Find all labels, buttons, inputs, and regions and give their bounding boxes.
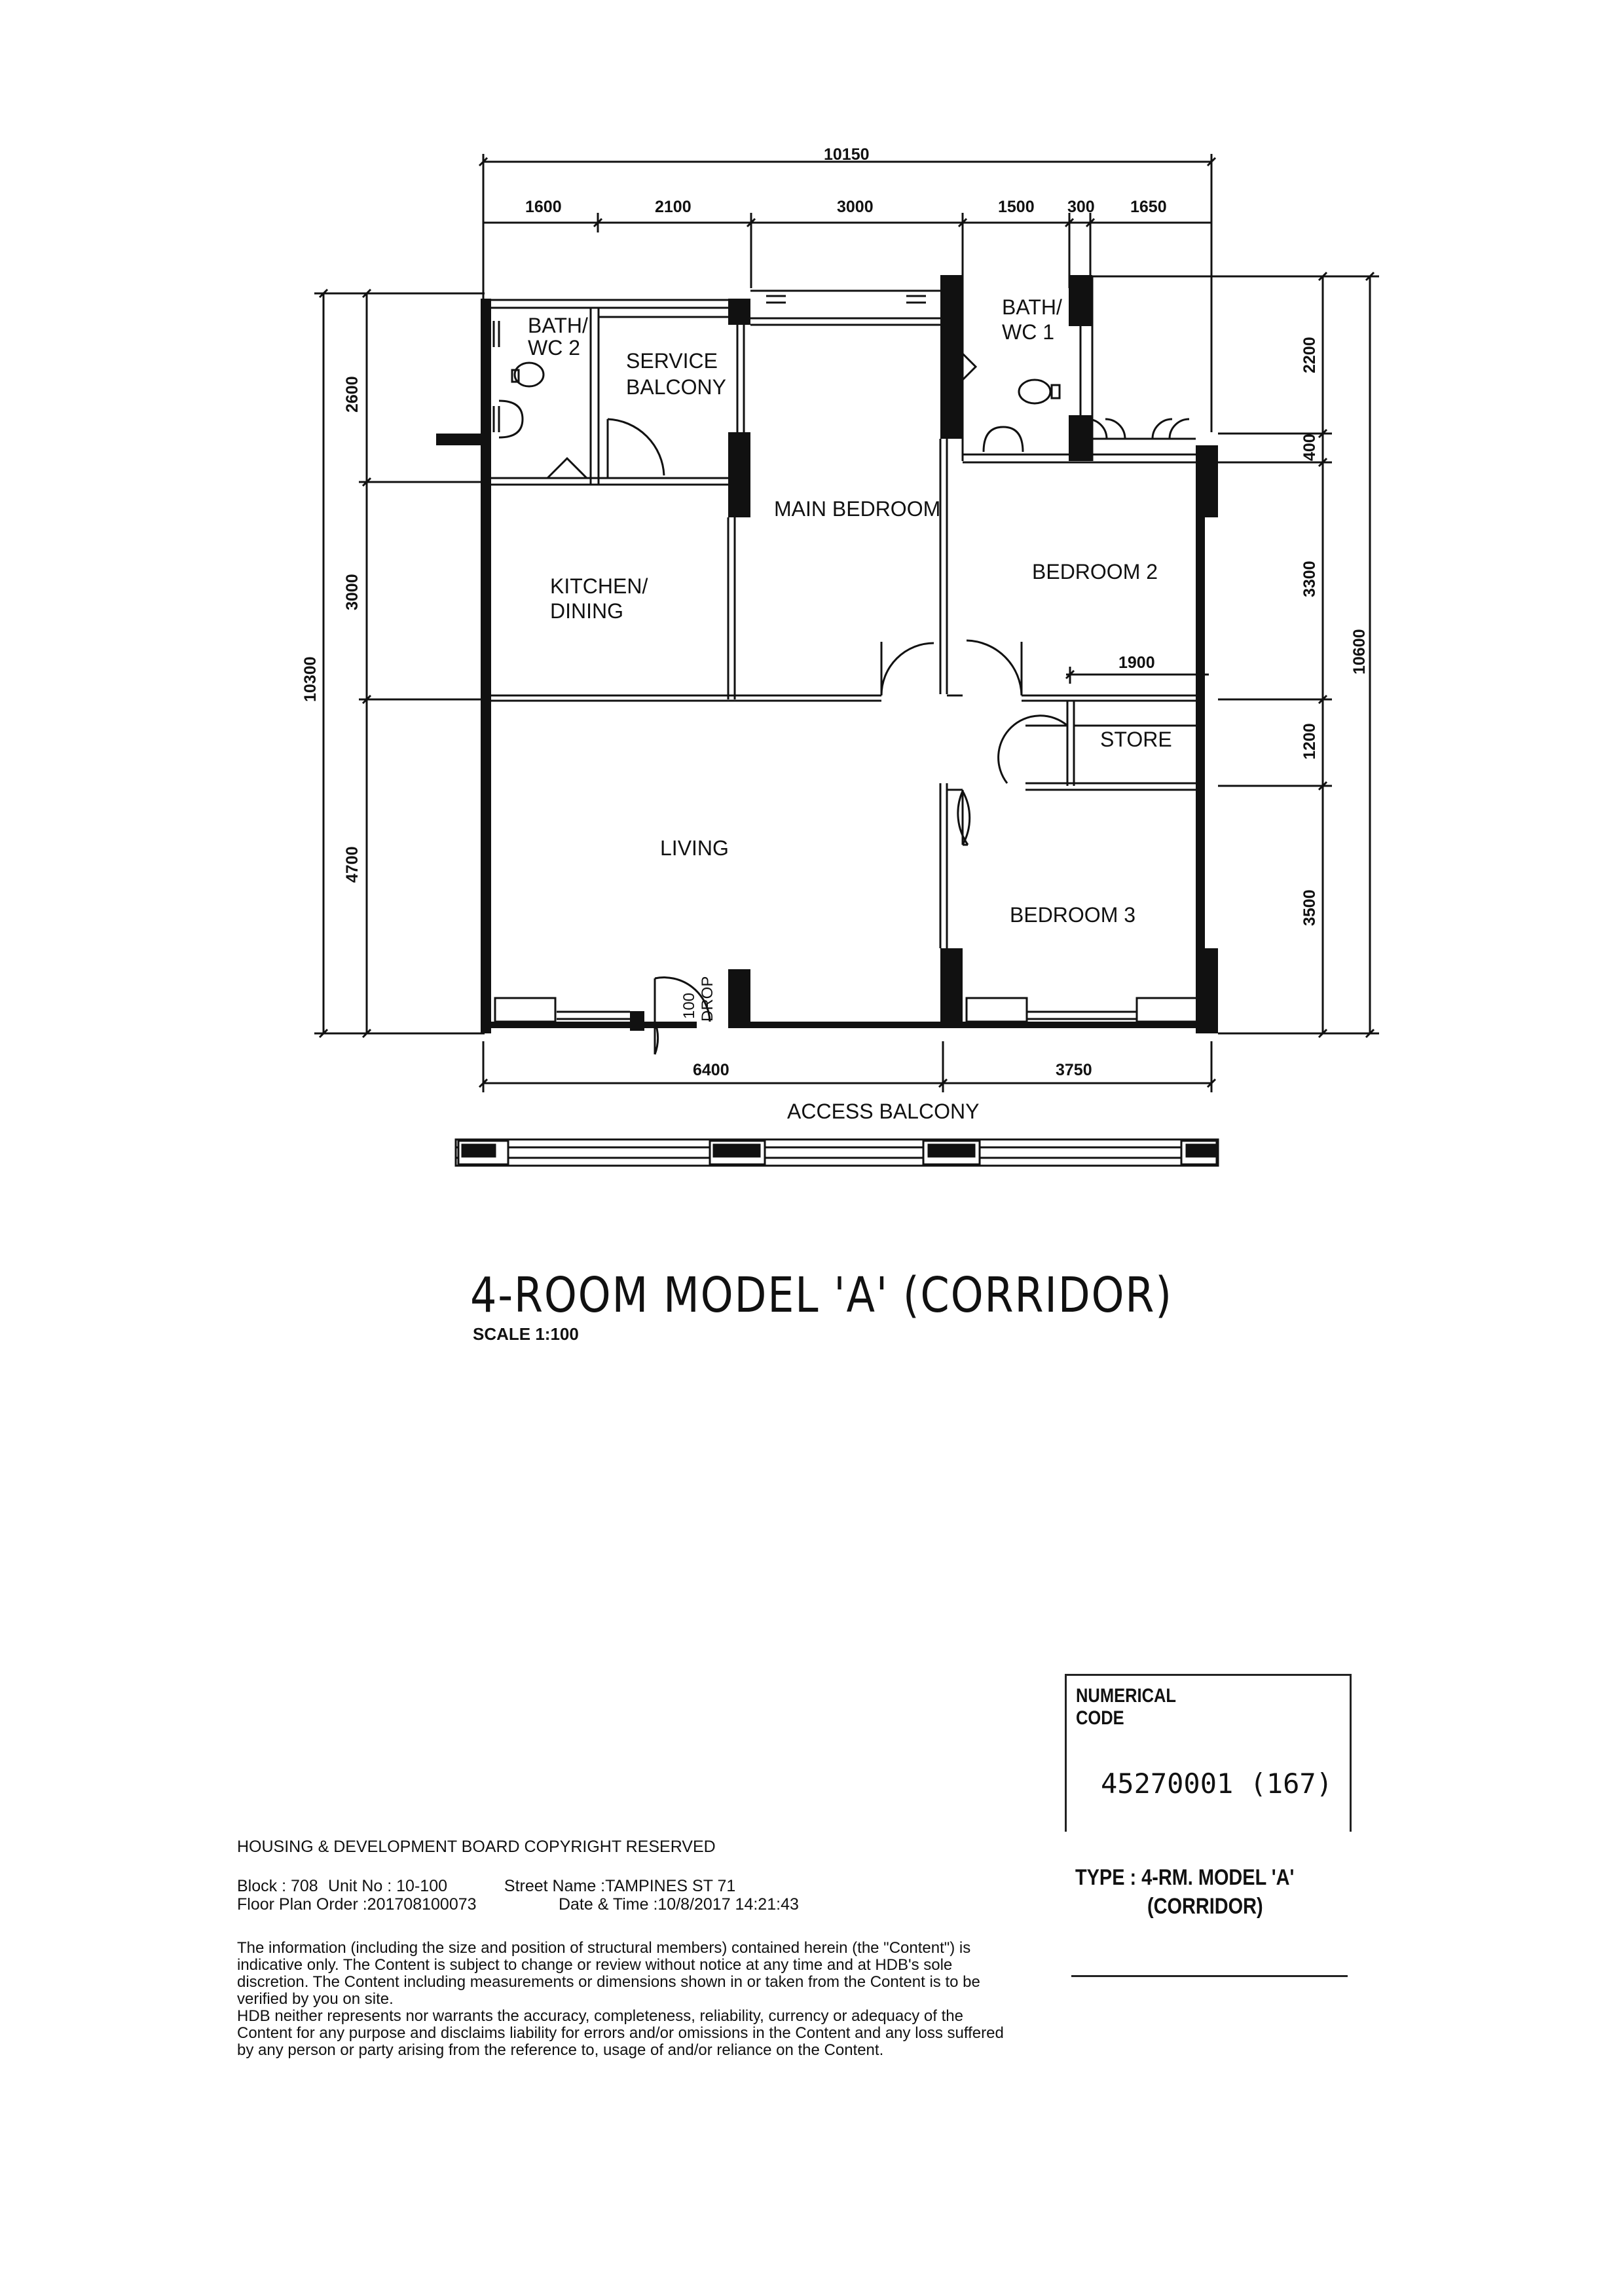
dim-top-overall: 10150 <box>824 145 870 164</box>
dim-left-3: 4700 <box>343 846 361 883</box>
dim-top-3: 3000 <box>837 198 874 216</box>
disclaimer-paragraph-2: HDB neither represents nor warrants the … <box>237 2007 1004 2059</box>
plan-title: 4-ROOM MODEL 'A' (CORRIDOR) <box>470 1267 1173 1324</box>
block-info: Block : 708 Unit No : 10-100 Street Name… <box>237 1877 799 1914</box>
dim-top-2: 2100 <box>655 198 692 216</box>
block-number: Block : 708 <box>237 1877 318 1895</box>
plan-scale: SCALE 1:100 <box>473 1324 579 1344</box>
numerical-code-label-line2: CODE <box>1076 1707 1124 1729</box>
room-label-bedroom3: BEDROOM 3 <box>1010 903 1135 927</box>
room-label-store: STORE <box>1100 728 1172 751</box>
room-label-bath-wc1-line1: BATH/ <box>1002 295 1062 319</box>
type-line2: (CORRIDOR) <box>1147 1894 1263 1919</box>
numerical-code-label: NUMERICAL CODE <box>1076 1685 1176 1730</box>
numerical-code-value: 45270001 (167) <box>1101 1768 1333 1800</box>
room-label-main-bedroom: MAIN BEDROOM <box>774 497 940 521</box>
date-time: Date & Time :10/8/2017 14:21:43 <box>558 1895 799 1914</box>
dim-right-2: 400 <box>1301 434 1319 461</box>
unit-number: Unit No : 10-100 <box>327 1877 447 1895</box>
dim-right-overall: 10600 <box>1350 629 1369 675</box>
room-label-service-balcony-line1: SERVICE <box>626 349 718 373</box>
dim-right-4: 1200 <box>1301 723 1319 760</box>
dim-right-1: 2200 <box>1301 337 1319 373</box>
dim-bottom-2: 3750 <box>1056 1061 1092 1079</box>
street-name: Street Name :TAMPINES ST 71 <box>504 1877 736 1895</box>
numerical-code-label-line1: NUMERICAL <box>1076 1685 1176 1707</box>
copyright-header: HOUSING & DEVELOPMENT BOARD COPYRIGHT RE… <box>237 1838 716 1856</box>
dim-top-6: 1650 <box>1130 198 1167 216</box>
dim-inner-store: 1900 <box>1118 654 1155 672</box>
dim-top-1: 1600 <box>525 198 562 216</box>
dim-right-5: 3500 <box>1301 889 1319 926</box>
room-label-kitchen-dining-line2: DINING <box>550 599 623 623</box>
disclaimer-paragraph-1: The information (including the size and … <box>237 1939 980 2008</box>
floor-plan-order: Floor Plan Order :201708100073 <box>237 1895 477 1914</box>
room-label-kitchen-dining-line1: KITCHEN/ <box>550 574 648 598</box>
dim-left-2: 3000 <box>343 574 361 610</box>
disclaimer: The information (including the size and … <box>237 1940 1010 2059</box>
room-label-living: LIVING <box>660 836 729 860</box>
dim-top-4: 1500 <box>998 198 1035 216</box>
room-label-bath-wc2-line2: WC 2 <box>528 336 580 360</box>
room-label-bedroom2: BEDROOM 2 <box>1032 560 1158 583</box>
dim-bottom-1: 6400 <box>693 1061 729 1079</box>
room-label-access-balcony: ACCESS BALCONY <box>787 1100 979 1123</box>
numerical-code-box: NUMERICAL CODE 45270001 (167) <box>1065 1674 1352 1832</box>
room-label-bath-wc2-line1: BATH/ <box>528 314 588 337</box>
dim-left-1: 2600 <box>343 376 361 413</box>
floor-plan: 10150 1600 2100 3000 1500 300 1650 10300… <box>301 145 1379 1167</box>
room-label-drop-value: 100 <box>680 993 698 1019</box>
type-line1: TYPE : 4-RM. MODEL 'A' <box>1075 1865 1295 1890</box>
dim-top-5: 300 <box>1067 198 1095 216</box>
dim-right-3: 3300 <box>1301 561 1319 597</box>
dim-left-overall: 10300 <box>301 656 320 702</box>
room-label-bath-wc1-line2: WC 1 <box>1002 320 1054 344</box>
room-label-service-balcony-line2: BALCONY <box>626 375 726 399</box>
type-box: TYPE : 4-RM. MODEL 'A' (CORRIDOR) <box>1071 1851 1348 1977</box>
room-label-drop: DROP <box>699 976 716 1022</box>
